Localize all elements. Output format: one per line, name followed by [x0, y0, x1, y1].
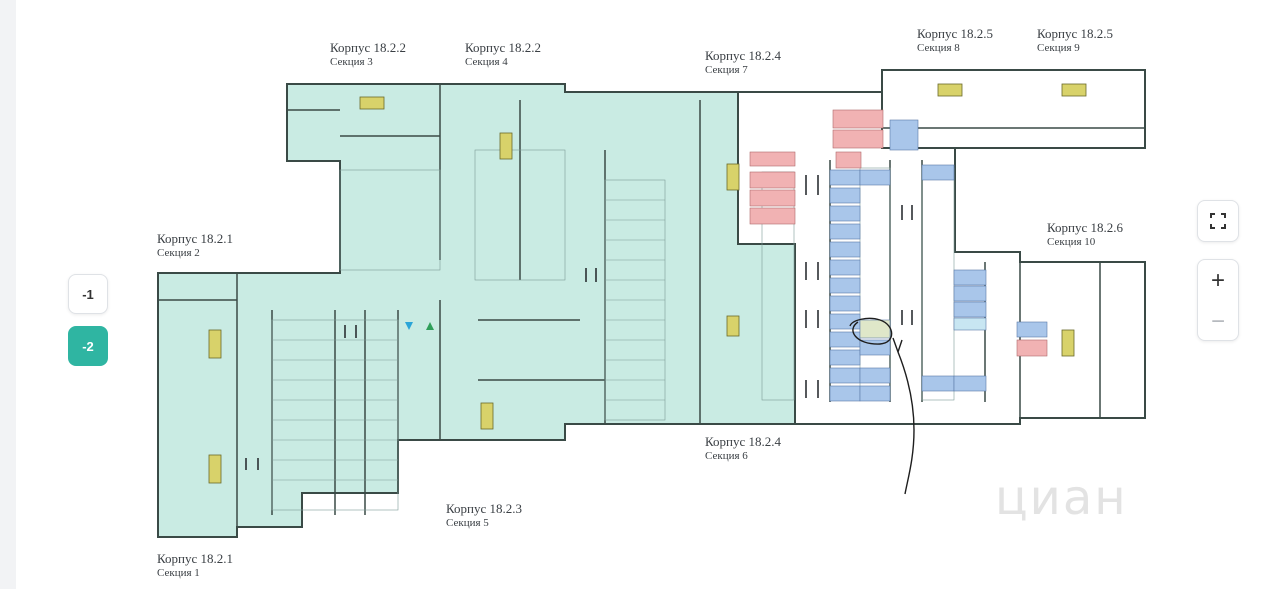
- building-name: Корпус 18.2.5: [917, 26, 994, 41]
- section-label-2: Корпус 18.2.1 Секция 2: [157, 232, 233, 259]
- section-name: Секция 4: [465, 56, 508, 68]
- section-name: Секция 10: [1047, 236, 1096, 248]
- section-label-9: Корпус 18.2.5 Секция 9: [1037, 27, 1113, 54]
- light-blue-spot: [953, 317, 987, 331]
- building-name: Корпус 18.2.6: [1047, 220, 1124, 235]
- section-name: Секция 7: [705, 64, 748, 76]
- section-label-5: Корпус 18.2.3 Секция 5: [446, 502, 522, 529]
- cian-watermark: циан: [995, 470, 1128, 526]
- fullscreen-icon: [1210, 213, 1226, 229]
- section-label-6: Корпус 18.2.4 Секция 6: [705, 435, 781, 462]
- floor-button-minus-2[interactable]: -2: [68, 326, 108, 366]
- building-name: Корпус 18.2.3: [446, 501, 523, 516]
- section-label-3: Корпус 18.2.2 Секция 3: [330, 41, 406, 68]
- building-name: Корпус 18.2.2: [465, 40, 542, 55]
- left-panel-edge: [0, 0, 16, 589]
- section-label-10: Корпус 18.2.6 Секция 10: [1047, 221, 1123, 248]
- building-name: Корпус 18.2.4: [705, 48, 782, 63]
- zoom-out-button[interactable]: −: [1210, 307, 1225, 335]
- zoom-in-button[interactable]: +: [1210, 266, 1225, 294]
- traffic-arrows: [245, 175, 913, 470]
- section-label-7: Корпус 18.2.4 Секция 7: [705, 49, 781, 76]
- section-name: Секция 2: [157, 247, 200, 259]
- section-name: Секция 6: [705, 450, 748, 462]
- zoom-control: + −: [1197, 259, 1239, 341]
- blue-parking-spots: [829, 119, 1048, 402]
- handwritten-annotation: [849, 317, 915, 495]
- entry-markers: [405, 322, 434, 330]
- fullscreen-button[interactable]: [1197, 200, 1239, 242]
- section-name: Секция 1: [157, 567, 200, 579]
- section-name: Секция 3: [330, 56, 373, 68]
- pink-parking-spots: [749, 109, 1048, 357]
- building-name: Корпус 18.2.1: [157, 551, 234, 566]
- parking-spot-grid: [271, 149, 955, 511]
- section-label-8: Корпус 18.2.5 Секция 8: [917, 27, 993, 54]
- floor-button-minus-1[interactable]: -1: [68, 274, 108, 314]
- section-label-4: Корпус 18.2.2 Секция 4: [465, 41, 541, 68]
- section-name: Секция 8: [917, 42, 960, 54]
- building-name: Корпус 18.2.4: [705, 434, 782, 449]
- stair-cores: [208, 83, 1087, 484]
- section-label-1: Корпус 18.2.1 Секция 1: [157, 552, 233, 579]
- plan-fill: [157, 69, 1146, 538]
- building-name: Корпус 18.2.5: [1037, 26, 1114, 41]
- section-name: Секция 5: [446, 517, 489, 529]
- building-name: Корпус 18.2.1: [157, 231, 234, 246]
- building-name: Корпус 18.2.2: [330, 40, 407, 55]
- section-name: Секция 9: [1037, 42, 1080, 54]
